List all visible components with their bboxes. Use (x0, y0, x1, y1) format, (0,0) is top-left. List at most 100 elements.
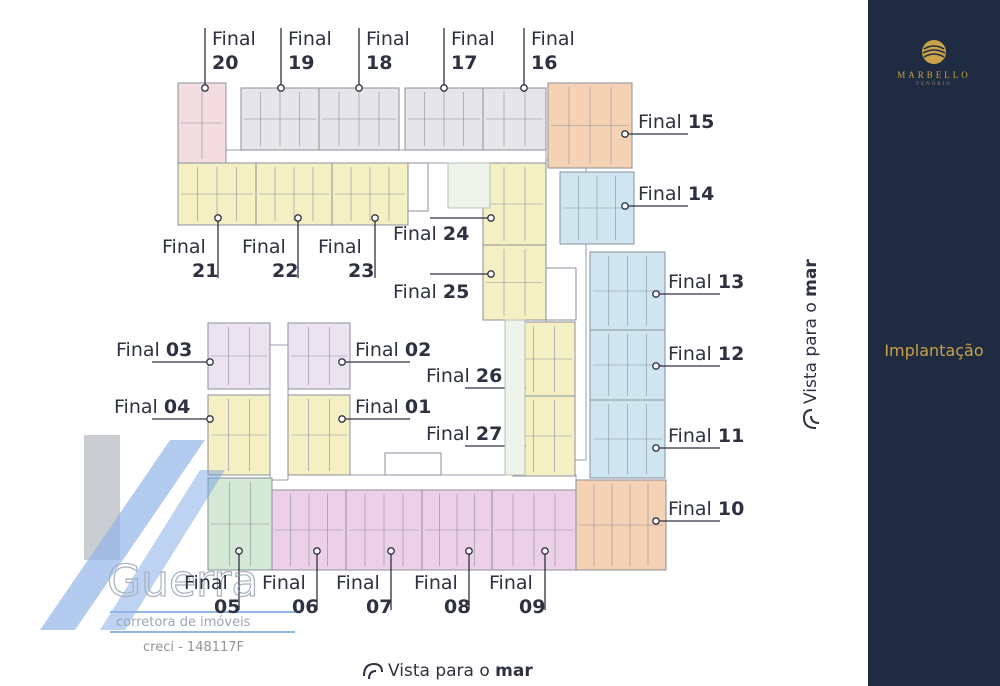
unit-block-15 (547, 82, 633, 169)
unit-block-19 (240, 87, 320, 151)
watermark-creci: creci - 148117F (143, 640, 244, 655)
svg-text:Vista para o mar: Vista para o mar (801, 259, 821, 404)
unit-label-14: Final 14 (638, 183, 714, 205)
section-label: Implantação (884, 341, 984, 360)
unit-marker-21[interactable] (214, 214, 222, 222)
unit-marker-24[interactable] (487, 214, 495, 222)
unit-block-16 (482, 87, 547, 151)
agency-watermark: Guerra corretora de imóveis creci - 1481… (40, 435, 295, 655)
vista-prefix-right: Vista para o (801, 302, 821, 404)
unit-marker-19[interactable] (277, 84, 285, 92)
unit-marker-15[interactable] (621, 130, 629, 138)
brand-subtitle: TENÓRIO (916, 82, 952, 87)
vista-emph: mar (495, 661, 533, 681)
unit-marker-23[interactable] (371, 214, 379, 222)
unit-marker-17[interactable] (440, 84, 448, 92)
unit-marker-20[interactable] (201, 84, 209, 92)
marbello-logo-icon (922, 40, 946, 64)
stripes-logo-icon (40, 440, 205, 630)
unit-label-15: Final 15 (638, 111, 714, 133)
site-implantation-plan: Guerra corretora de imóveis creci - 1481… (40, 28, 821, 681)
unit-marker-08[interactable] (465, 547, 473, 555)
unit-label-04: Final 04 (114, 396, 190, 418)
svg-text:Vista para o mar: Vista para o mar (388, 661, 533, 681)
unit-marker-10[interactable] (652, 517, 660, 525)
unit-block-11 (589, 399, 666, 479)
unit-block-14 (559, 171, 635, 245)
unit-marker-07[interactable] (387, 547, 395, 555)
stair-core-right (545, 267, 577, 321)
unit-block-17 (404, 87, 484, 151)
unit-block-24 (482, 162, 547, 246)
unit-block-02 (287, 322, 351, 390)
unit-label-26: Final 26 (426, 365, 502, 387)
brand-sidebar: MARBELLO TENÓRIO Implantação (868, 0, 1000, 686)
unit-marker-16[interactable] (520, 84, 528, 92)
unit-block-10 (575, 479, 667, 571)
stair-core-top (407, 162, 429, 212)
unit-marker-02[interactable] (338, 358, 346, 366)
unit-marker-25[interactable] (487, 270, 495, 278)
unit-label-02: Final 02 (355, 339, 431, 361)
unit-label-12: Final 12 (668, 343, 744, 365)
watermark-name: Guerra (107, 556, 258, 607)
unit-label-10: Final 10 (668, 498, 744, 520)
unit-marker-14[interactable] (621, 202, 629, 210)
unit-block-06 (271, 489, 347, 571)
unit-label-25: Final 25 (393, 281, 469, 303)
sea-view-right: Vista para o mar (801, 259, 821, 429)
unit-block-09 (491, 489, 577, 571)
unit-label-03: Final 03 (116, 339, 192, 361)
unit-block-01 (287, 394, 351, 476)
watermark-subtitle: corretora de imóveis (116, 615, 251, 630)
unit-block-23 (331, 162, 409, 226)
unit-block-08 (421, 489, 493, 571)
unit-block-07 (345, 489, 423, 571)
unit-block-20 (177, 82, 227, 164)
unit-marker-09[interactable] (541, 547, 549, 555)
unit-marker-18[interactable] (355, 84, 363, 92)
corridor-bottom (271, 474, 577, 491)
corridor-top (225, 149, 547, 164)
unit-block-04 (207, 394, 271, 476)
unit-label-11: Final 11 (668, 425, 744, 447)
unit-block-03 (207, 322, 271, 390)
brand-name: MARBELLO (897, 70, 971, 80)
unit-block-18 (318, 87, 400, 151)
sea-view-bottom: Vista para o mar (363, 661, 533, 681)
unit-marker-22[interactable] (294, 214, 302, 222)
unit-marker-12[interactable] (652, 362, 660, 370)
unit-label-01: Final 01 (355, 396, 431, 418)
garden-top (447, 162, 491, 209)
unit-label-27: Final 27 (426, 423, 502, 445)
corridor-left (269, 344, 289, 481)
unit-marker-01[interactable] (338, 415, 346, 423)
wave-icon (363, 662, 383, 680)
unit-marker-03[interactable] (206, 358, 214, 366)
unit-marker-04[interactable] (206, 415, 214, 423)
unit-block-13 (589, 251, 666, 331)
unit-marker-11[interactable] (652, 444, 660, 452)
vista-emph-right: mar (801, 259, 821, 297)
unit-marker-13[interactable] (652, 290, 660, 298)
stair-core-bottom (384, 452, 442, 476)
unit-label-13: Final 13 (668, 271, 744, 293)
unit-marker-06[interactable] (313, 547, 321, 555)
unit-block-25 (482, 244, 547, 321)
unit-marker-05[interactable] (235, 547, 243, 555)
unit-block-22 (255, 162, 333, 226)
garden-right (504, 319, 526, 476)
